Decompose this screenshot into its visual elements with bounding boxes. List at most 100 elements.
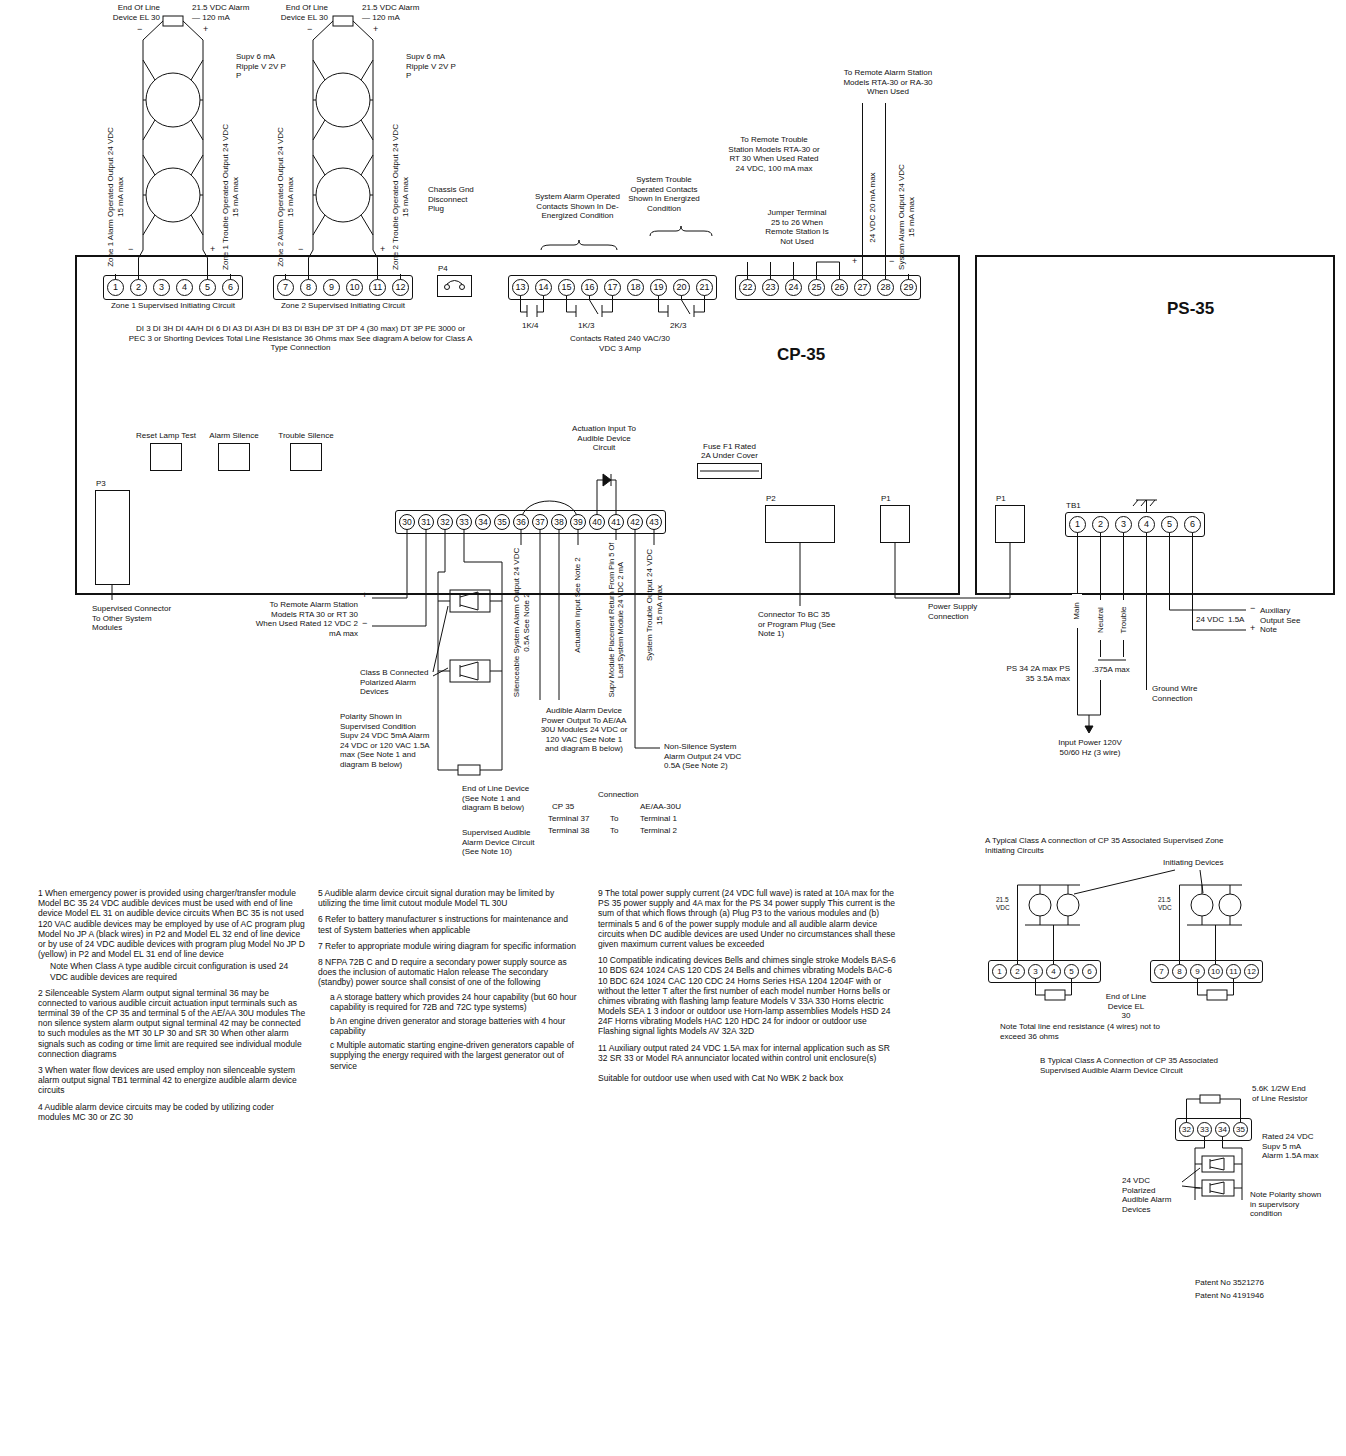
note-text: b An engine driven generator and storage…	[330, 1016, 583, 1036]
class-a-audible-wiring	[1187, 1099, 1241, 1130]
terminal-number: 3	[153, 279, 170, 296]
annotation-text: DI 3 DI 3H DI 4A/H DI 6 DI A3 DI A3H DI …	[128, 324, 473, 353]
annotation-text: Patent No 4191946	[1195, 1291, 1264, 1301]
polarity-sign: +	[210, 244, 215, 255]
note-text: Note When Class A type audible circuit c…	[50, 961, 308, 981]
remote-station-wire	[748, 103, 886, 287]
note-text: c Multiple automatic starting engine-dri…	[330, 1040, 583, 1071]
annotation-text: Note Total line end resistance (4 wires)…	[1000, 1022, 1160, 1041]
polarity-sign: +	[1250, 623, 1255, 634]
polarity-sign: −	[307, 24, 312, 35]
initiating-loop	[333, 16, 353, 26]
output-wire	[112, 543, 800, 606]
audible-device-circuit	[438, 601, 502, 671]
initiating-loop	[309, 16, 378, 287]
class-a-zone-wiring	[1180, 885, 1243, 972]
terminal-number: 11	[369, 279, 386, 296]
plug-label: P3	[96, 479, 106, 489]
terminal-number: 24	[785, 279, 802, 296]
chassis-plug-symbol	[460, 285, 465, 290]
button-label: Trouble Silence	[276, 431, 336, 441]
annotation-text: 21.5 VDC	[996, 896, 1014, 912]
terminal-number: 17	[604, 279, 621, 296]
push-button: Reset Lamp Test	[150, 443, 182, 471]
annotation-text: Audible Alarm Device Power Output To AE/…	[540, 706, 628, 754]
annotation-text: 21.5 VDC Alarm — 120 mA	[362, 3, 424, 22]
note-text: 2 Silenceable System Alarm output signal…	[38, 988, 308, 1059]
terminal-number: 19	[650, 279, 667, 296]
annotation-text: Silenceable System Alarm Output 24 VDC 0…	[512, 545, 531, 700]
polarity-sign: −	[298, 244, 303, 255]
terminal-strip: TB1123456	[1065, 512, 1205, 537]
annotation-text: Connection	[598, 790, 638, 800]
annotation-text: Supv 6 mA Ripple V 2V P P	[406, 52, 458, 81]
note-text: 8 NFPA 72B C and D require a secondary p…	[318, 957, 583, 988]
audible-device-circuit	[458, 765, 480, 775]
fuse: Fuse F1 Rated 2A Under Cover	[697, 463, 762, 479]
plug-label: P1	[881, 494, 891, 504]
terminal-number: 26	[831, 279, 848, 296]
terminal-number: 15	[558, 279, 575, 296]
terminal-number: 10	[346, 279, 363, 296]
terminal-number: 4	[1138, 516, 1155, 533]
annotation-text: End of Line Device EL 30	[1103, 992, 1149, 1021]
terminal-number: 3	[1028, 964, 1043, 979]
fuse-element	[700, 471, 759, 472]
annotation-text: Input Power 120V 50/60 Hz (3 wire)	[1050, 738, 1130, 757]
output-wire	[540, 522, 559, 700]
power-wire	[1078, 500, 1247, 733]
annotation-text: Supv 6 mA Ripple V 2V P P	[236, 52, 288, 81]
terminal-number: 13	[512, 279, 529, 296]
class-a-zone-wiring	[1191, 894, 1213, 916]
panel-title: CP-35	[777, 345, 825, 365]
terminal-strip: 789101112Zone 2 Supervised Initiating Ci…	[273, 275, 413, 300]
terminal-number: 32	[1179, 1122, 1194, 1137]
terminal-number: 8	[1172, 964, 1187, 979]
annotation-text: 1K/3	[578, 321, 594, 331]
annotation-text: 1.5A	[1228, 615, 1244, 625]
annotation-text: Actuation Input See Note 2	[573, 545, 583, 665]
terminal-number: 3	[1115, 516, 1132, 533]
terminal-number: 5	[1064, 964, 1079, 979]
terminal-number: 35	[1233, 1122, 1248, 1137]
note-text: a A storage battery which provides 24 ho…	[330, 992, 583, 1012]
connector-plug: P1	[880, 505, 910, 543]
plug-label: P2	[766, 494, 776, 504]
annotation-text: Trouble	[1119, 600, 1129, 640]
note-text: 3 When water flow devices are used emplo…	[38, 1065, 308, 1096]
polarity-sign: −	[362, 618, 367, 629]
annotation-text: Supervised Connector To Other System Mod…	[92, 604, 172, 633]
terminal-number: 9	[1190, 964, 1205, 979]
annotation-text: End Of Line Device EL 30	[264, 3, 328, 22]
circuit-caption: Zone 2 Supervised Initiating Circuit	[268, 301, 418, 311]
note-text: 5 Audible alarm device circuit signal du…	[318, 888, 583, 908]
class-a-zone-wiring	[1045, 990, 1065, 1000]
annotation-text: To	[610, 814, 618, 824]
annotation-text: System Alarm Operated Contacts Shown In …	[535, 192, 620, 221]
terminal-number: 32	[437, 514, 453, 530]
annotation-text: Terminal 1	[640, 814, 677, 824]
annotation-text: Zone 2 Alarm Operated Output 24 VDC 15 m…	[276, 122, 295, 272]
plug-label: P1	[996, 494, 1006, 504]
initiating-loop	[146, 73, 200, 127]
terminal-number: 6	[1184, 516, 1201, 533]
terminal-number: 10	[1208, 964, 1223, 979]
panel-title: PS-35	[1167, 299, 1214, 319]
annotation-text: 5.6K 1/2W End of Line Resistor	[1252, 1084, 1310, 1103]
polarity-sign: +	[380, 244, 385, 255]
terminal-strip: 3031323334353637383940414243	[395, 510, 666, 534]
terminal-number: 2	[1092, 516, 1109, 533]
audible-device-circuit	[433, 522, 502, 775]
polarity-sign: +	[373, 24, 378, 35]
terminal-number: 6	[222, 279, 239, 296]
terminal-number: 34	[475, 514, 491, 530]
output-wire	[112, 522, 800, 748]
terminal-strip: 123456Zone 1 Supervised Initiating Circu…	[103, 275, 243, 300]
terminal-number: 7	[1154, 964, 1169, 979]
annotation-text: Chassis Gnd Disconnect Plug	[428, 185, 478, 214]
terminal-number: 16	[581, 279, 598, 296]
terminal-number: 7	[277, 279, 294, 296]
power-wire	[1146, 525, 1147, 691]
annotation-text: Initiating Devices	[1163, 858, 1223, 868]
